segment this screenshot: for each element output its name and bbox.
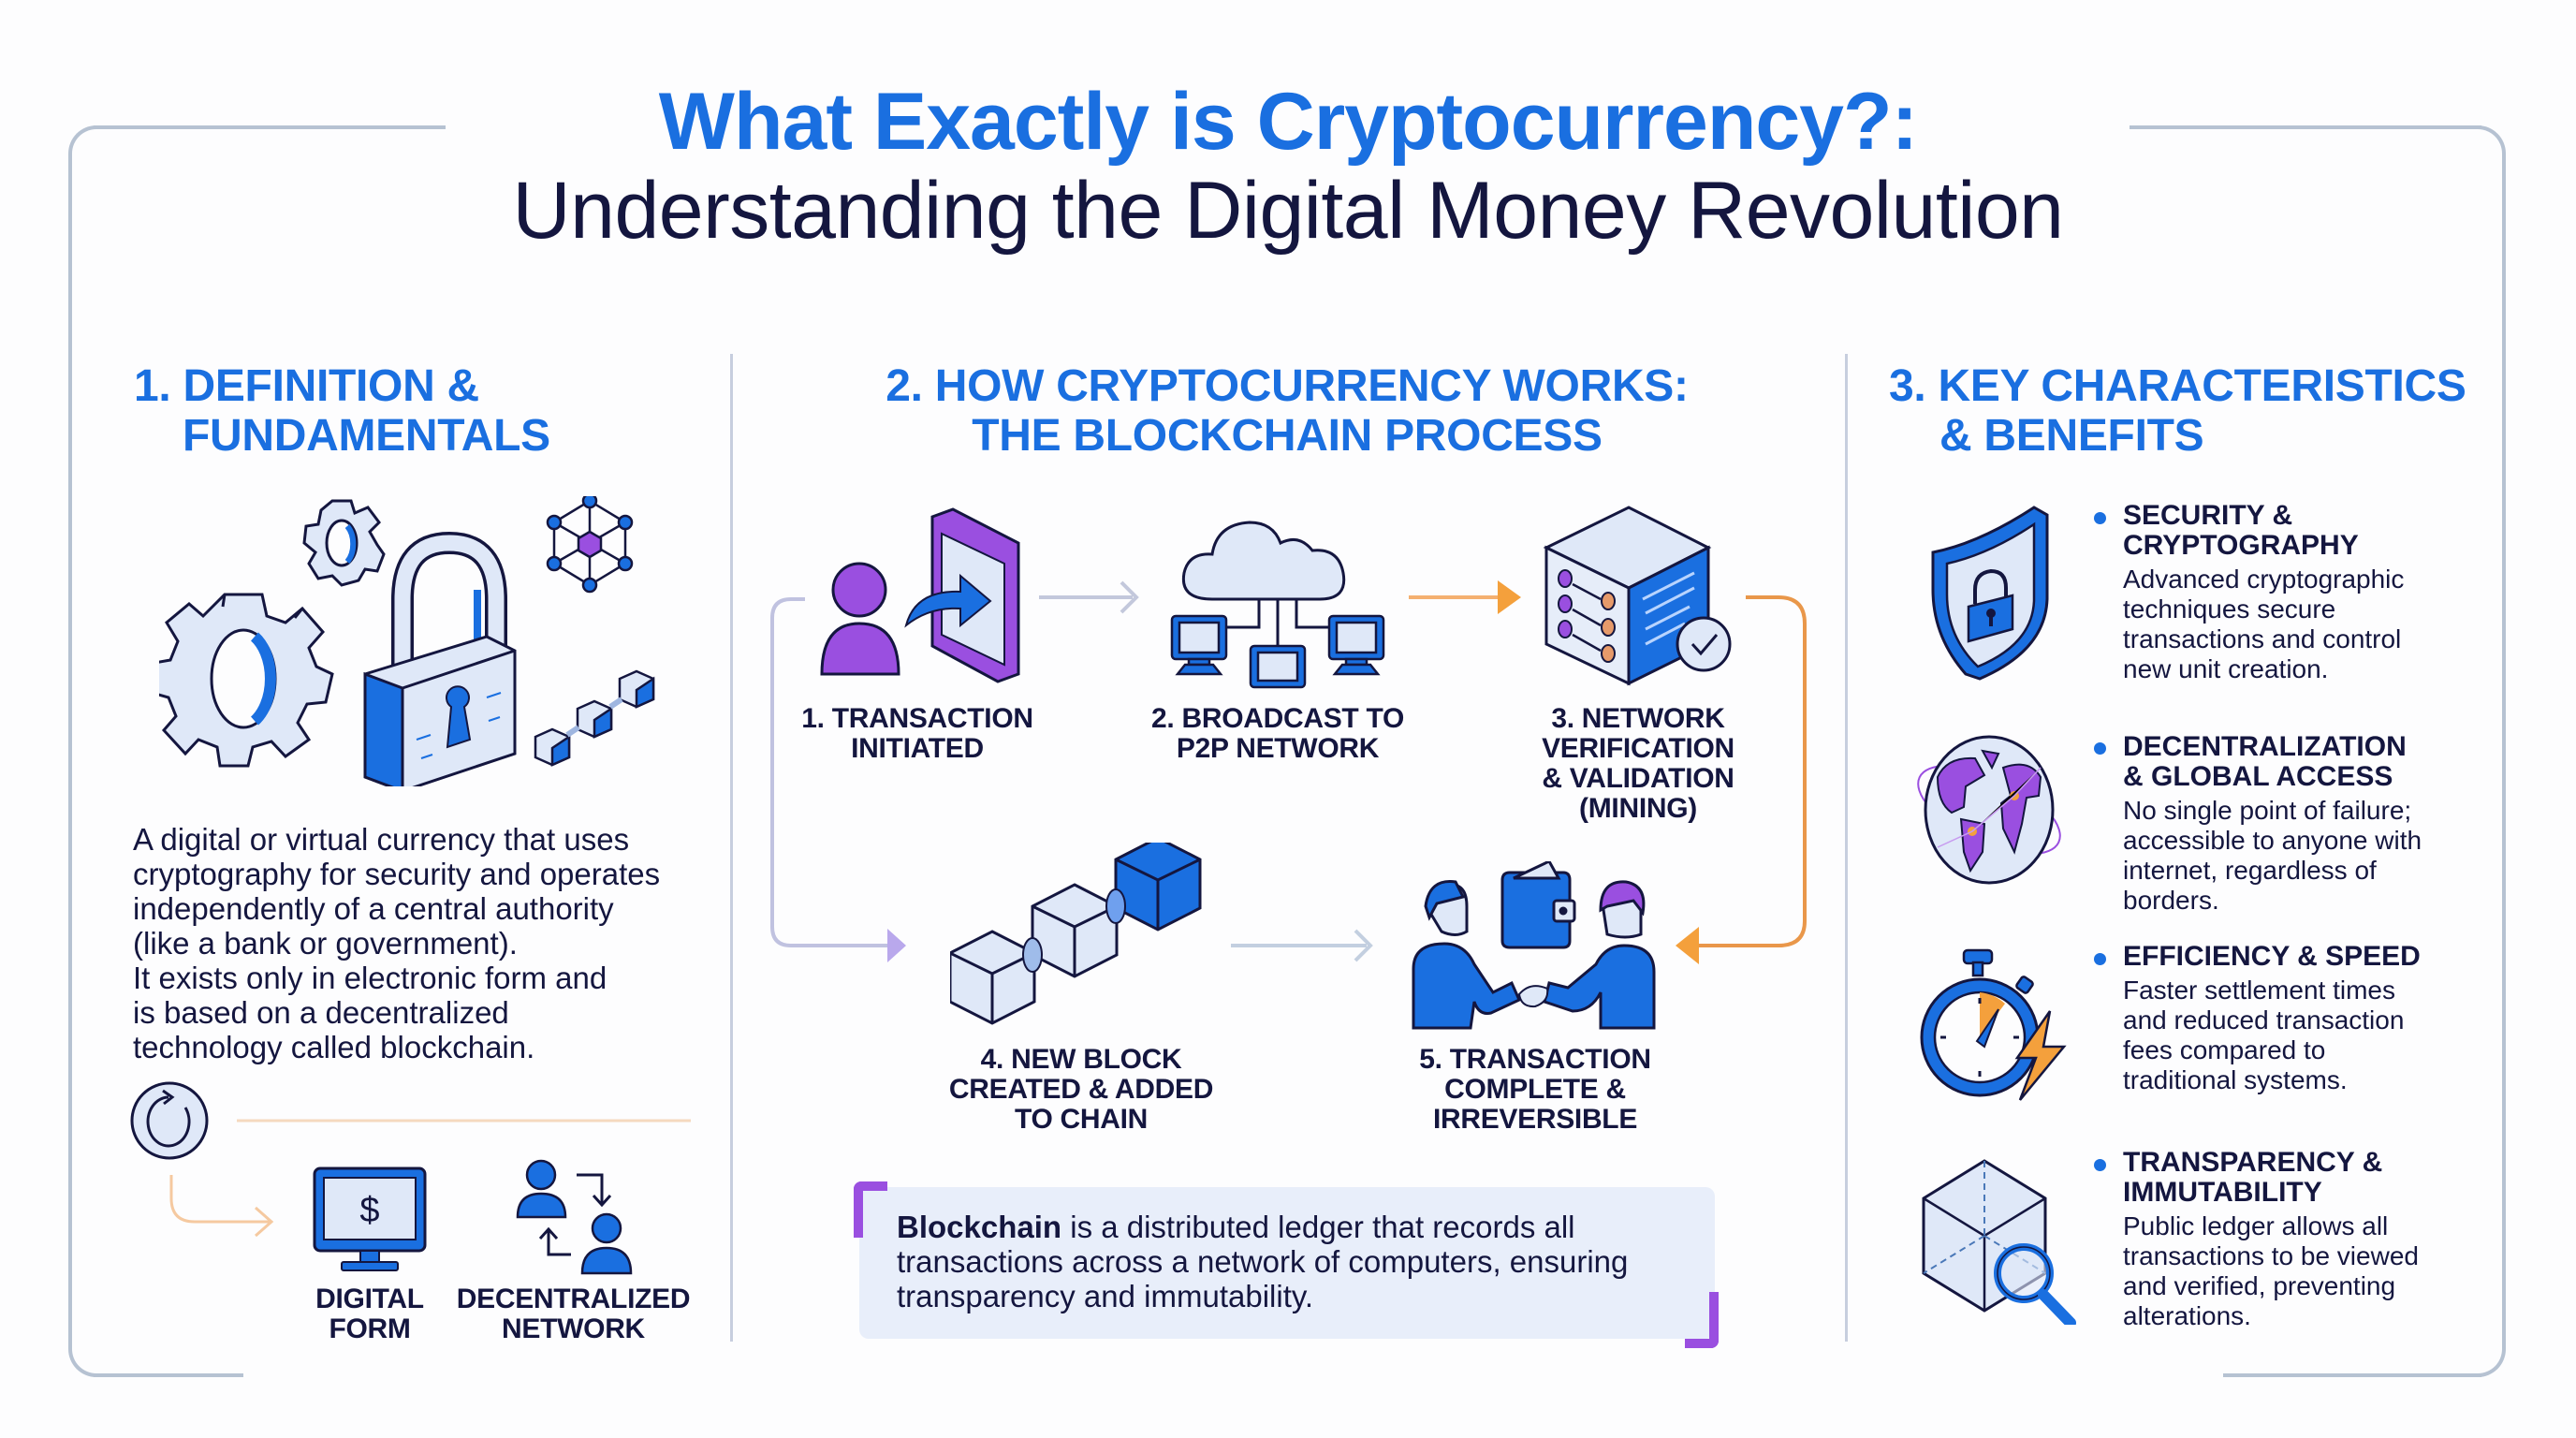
process-connectors	[770, 580, 1807, 964]
callout-corner-bracket	[854, 1181, 887, 1238]
flow-arrow	[169, 1175, 270, 1224]
server-verify-icon	[1543, 506, 1732, 686]
feature-security: SECURITY & CRYPTOGRAPHY Advanced cryptog…	[2123, 501, 2488, 684]
feature-transparency: TRANSPARENCY & IMMUTABILITY Public ledge…	[2123, 1148, 2497, 1331]
feature-label-decentralized-network: DECENTRALIZED NETWORK	[456, 1284, 691, 1344]
bullet-icon	[2094, 1159, 2106, 1171]
section1-heading: 1. DEFINITION & FUNDAMENTALS	[134, 361, 550, 461]
definition-flow	[130, 1081, 691, 1238]
step-label-2: 2. BROADCAST TO P2P NETWORK	[1151, 703, 1404, 764]
page-subtitle: Understanding the Digital Money Revoluti…	[512, 166, 2064, 256]
blockchain-callout-text: Blockchain is a distributed ledger that …	[897, 1210, 1629, 1313]
feature-description: No single point of failure; accessible t…	[2123, 796, 2422, 915]
bullet-icon	[2094, 512, 2106, 524]
fundamentals-illustration	[159, 496, 655, 786]
callout-corner-bracket	[1685, 1292, 1719, 1348]
frame-border-top-right	[2130, 125, 2481, 129]
definition-text: A digital or virtual currency that uses …	[133, 822, 661, 1064]
step-label-5: 5. TRANSACTION COMPLETE & IRREVERSIBLE	[1419, 1044, 1651, 1135]
step-label-4: 4. NEW BLOCK CREATED & ADDED TO CHAIN	[948, 1044, 1214, 1135]
page-title: What Exactly is Cryptocurrency?:	[658, 77, 1918, 167]
frame-border-left	[68, 125, 96, 1377]
stopwatch-lightning-icon	[1920, 948, 2067, 1101]
feature-decentralization: DECENTRALIZATION & GLOBAL ACCESS No sing…	[2123, 732, 2497, 916]
shield-lock-icon	[1931, 506, 2049, 681]
column-divider-2	[1845, 354, 1848, 1342]
feature-label-digital-form: DIGITAL FORM	[315, 1284, 424, 1344]
cloud-network-icon	[1170, 521, 1385, 689]
feature-description: Public ledger allows all transactions to…	[2123, 1211, 2419, 1330]
svg-text:$: $	[359, 1191, 379, 1230]
user-phone-send-icon	[820, 507, 1020, 683]
section3-heading: 3. KEY CHARACTERISTICS & BENEFITS	[1889, 361, 2466, 461]
bullet-icon	[2094, 742, 2106, 755]
frame-border-bottom-left	[94, 1373, 243, 1377]
padlock-icon	[363, 531, 517, 786]
monitor-dollar-icon: $	[313, 1167, 427, 1271]
frame-border-top-left	[94, 125, 446, 129]
step-label-1: 1. TRANSACTION INITIATED	[801, 703, 1033, 764]
frame-border-bottom-right	[2223, 1373, 2481, 1377]
section2-heading: 2. HOW CRYPTOCURRENCY WORKS: THE BLOCKCH…	[886, 361, 1689, 461]
feature-description: Advanced cryptographic techniques secure…	[2123, 565, 2405, 683]
feature-efficiency: EFFICIENCY & SPEED Faster settlement tim…	[2123, 942, 2497, 1095]
refresh-cycle-icon	[130, 1081, 209, 1160]
small-gear-icon	[302, 499, 386, 587]
blockchain-callout	[859, 1187, 1715, 1339]
globe-network-icon	[1917, 735, 2061, 885]
handshake-wallet-icon	[1412, 861, 1656, 1030]
block-chain-icon	[950, 843, 1202, 1025]
bullet-icon	[2094, 953, 2106, 965]
step-label-3: 3. NETWORK VERIFICATION & VALIDATION (MI…	[1542, 703, 1734, 824]
cube-magnifier-icon	[1922, 1159, 2076, 1325]
gear-icon	[159, 593, 334, 768]
network-node-icon	[546, 496, 634, 594]
feature-description: Faster settlement times and reduced tran…	[2123, 976, 2405, 1094]
column-divider-1	[730, 354, 733, 1342]
block-chain-icon	[534, 669, 655, 767]
peer-exchange-icon	[516, 1159, 633, 1275]
